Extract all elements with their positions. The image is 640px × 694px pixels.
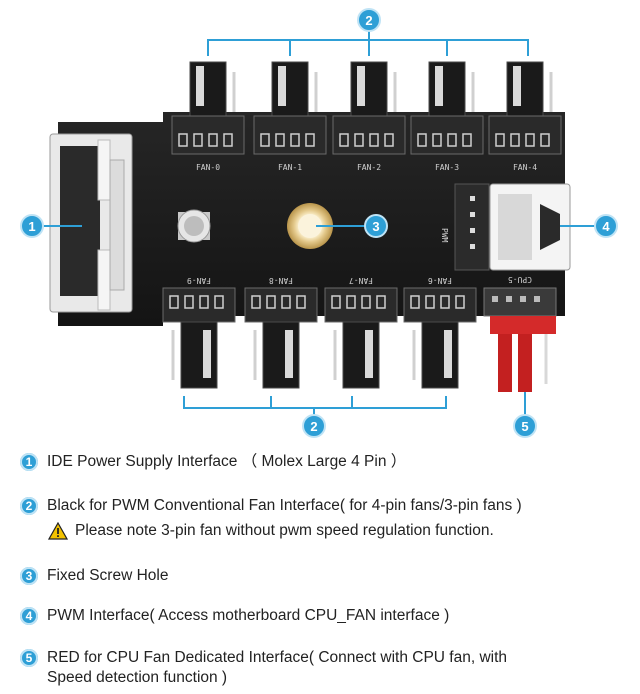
fan-label: FAN-7 <box>349 276 373 285</box>
callout-number: 2 <box>365 13 372 28</box>
legend-text: RED for CPU Fan Dedicated Interface( Con… <box>47 649 508 686</box>
legend-badge: 5 <box>20 649 38 667</box>
legend-item-1: 1 IDE Power Supply Interface （ Molex Lar… <box>20 452 406 472</box>
callout-badge-2-top: 2 <box>357 8 381 32</box>
top-fan-headers: FAN-0 FAN-1 FAN-2 FAN-3 FAN-4 <box>171 61 562 172</box>
fan-plug <box>506 61 544 119</box>
fan-plug <box>189 61 227 119</box>
warning-triangle-icon <box>48 522 68 540</box>
fan-plug <box>271 61 309 119</box>
bottom-fan-header: FAN-9 <box>162 276 236 389</box>
fan-plug <box>342 321 380 389</box>
legend-item-2: 2 Black for PWM Conventional Fan Interfa… <box>20 496 522 516</box>
top-fan-header: FAN-2 <box>332 61 406 172</box>
legend-item-5: 5 RED for CPU Fan Dedicated Interface( C… <box>20 648 507 688</box>
fan-label: FAN-6 <box>428 276 452 285</box>
fan-label: FAN-3 <box>435 163 459 172</box>
pwm-connector: PWM <box>440 183 571 271</box>
legend-badge: 2 <box>20 497 38 515</box>
callout-badge-2-bottom: 2 <box>302 414 326 438</box>
callout-number: 1 <box>28 219 35 234</box>
legend-badge: 1 <box>20 453 38 471</box>
fan-plug <box>421 321 459 389</box>
fan-plug <box>180 321 218 389</box>
legend-text: IDE Power Supply Interface （ Molex Large… <box>47 453 407 470</box>
legend-text: PWM Interface( Access motherboard CPU_FA… <box>47 607 450 624</box>
bottom-fan-header: FAN-7 <box>324 276 398 389</box>
callout-number: 5 <box>521 419 528 434</box>
fan-plug <box>428 61 466 119</box>
cpu-fan-header: CPU-5 <box>483 275 557 392</box>
fan-label: FAN-9 <box>187 276 211 285</box>
capacitor <box>177 209 211 243</box>
callout-2-top-bracket <box>207 30 529 56</box>
fan-plug <box>350 61 388 119</box>
legend-item-3: 3 Fixed Screw Hole <box>20 566 168 586</box>
warning-text: Please note 3-pin fan without pwm speed … <box>75 522 494 539</box>
callout-number: 3 <box>372 219 379 234</box>
legend-badge: 4 <box>20 607 38 625</box>
fan-label: FAN-2 <box>357 163 381 172</box>
callout-number: 2 <box>310 419 317 434</box>
legend-item-4: 4 PWM Interface( Access motherboard CPU_… <box>20 606 449 626</box>
molex-connector <box>49 133 133 313</box>
legend-badge: 3 <box>20 567 38 585</box>
warning-note: Please note 3-pin fan without pwm speed … <box>48 522 494 540</box>
fan-label: FAN-4 <box>513 163 537 172</box>
callout-4: 4 <box>560 214 618 238</box>
screw-hole <box>287 203 333 249</box>
legend-text: Fixed Screw Hole <box>47 567 169 584</box>
callout-3: 3 <box>316 214 388 238</box>
top-fan-header: FAN-4 <box>488 61 562 172</box>
bottom-fan-headers: FAN-9 FAN-8 FAN-7 FAN-6 <box>162 276 477 389</box>
top-fan-header: FAN-1 <box>253 61 327 172</box>
callout-5: 5 <box>513 392 537 438</box>
fan-label: FAN-8 <box>269 276 293 285</box>
top-fan-header: FAN-0 <box>171 61 245 172</box>
cpu-label: CPU-5 <box>508 275 532 284</box>
fan-plug <box>262 321 300 389</box>
pwm-label: PWM <box>440 228 449 243</box>
top-fan-header: FAN-3 <box>410 61 484 172</box>
fan-label: FAN-0 <box>196 163 220 172</box>
bottom-fan-header: FAN-8 <box>244 276 318 389</box>
callout-number: 4 <box>602 219 610 234</box>
legend-text: Black for PWM Conventional Fan Interface… <box>47 497 522 514</box>
callout-1: 1 <box>20 214 82 238</box>
fan-label: FAN-1 <box>278 163 302 172</box>
callout-2-bottom-bracket <box>183 396 447 416</box>
bottom-fan-header: FAN-6 <box>403 276 477 389</box>
